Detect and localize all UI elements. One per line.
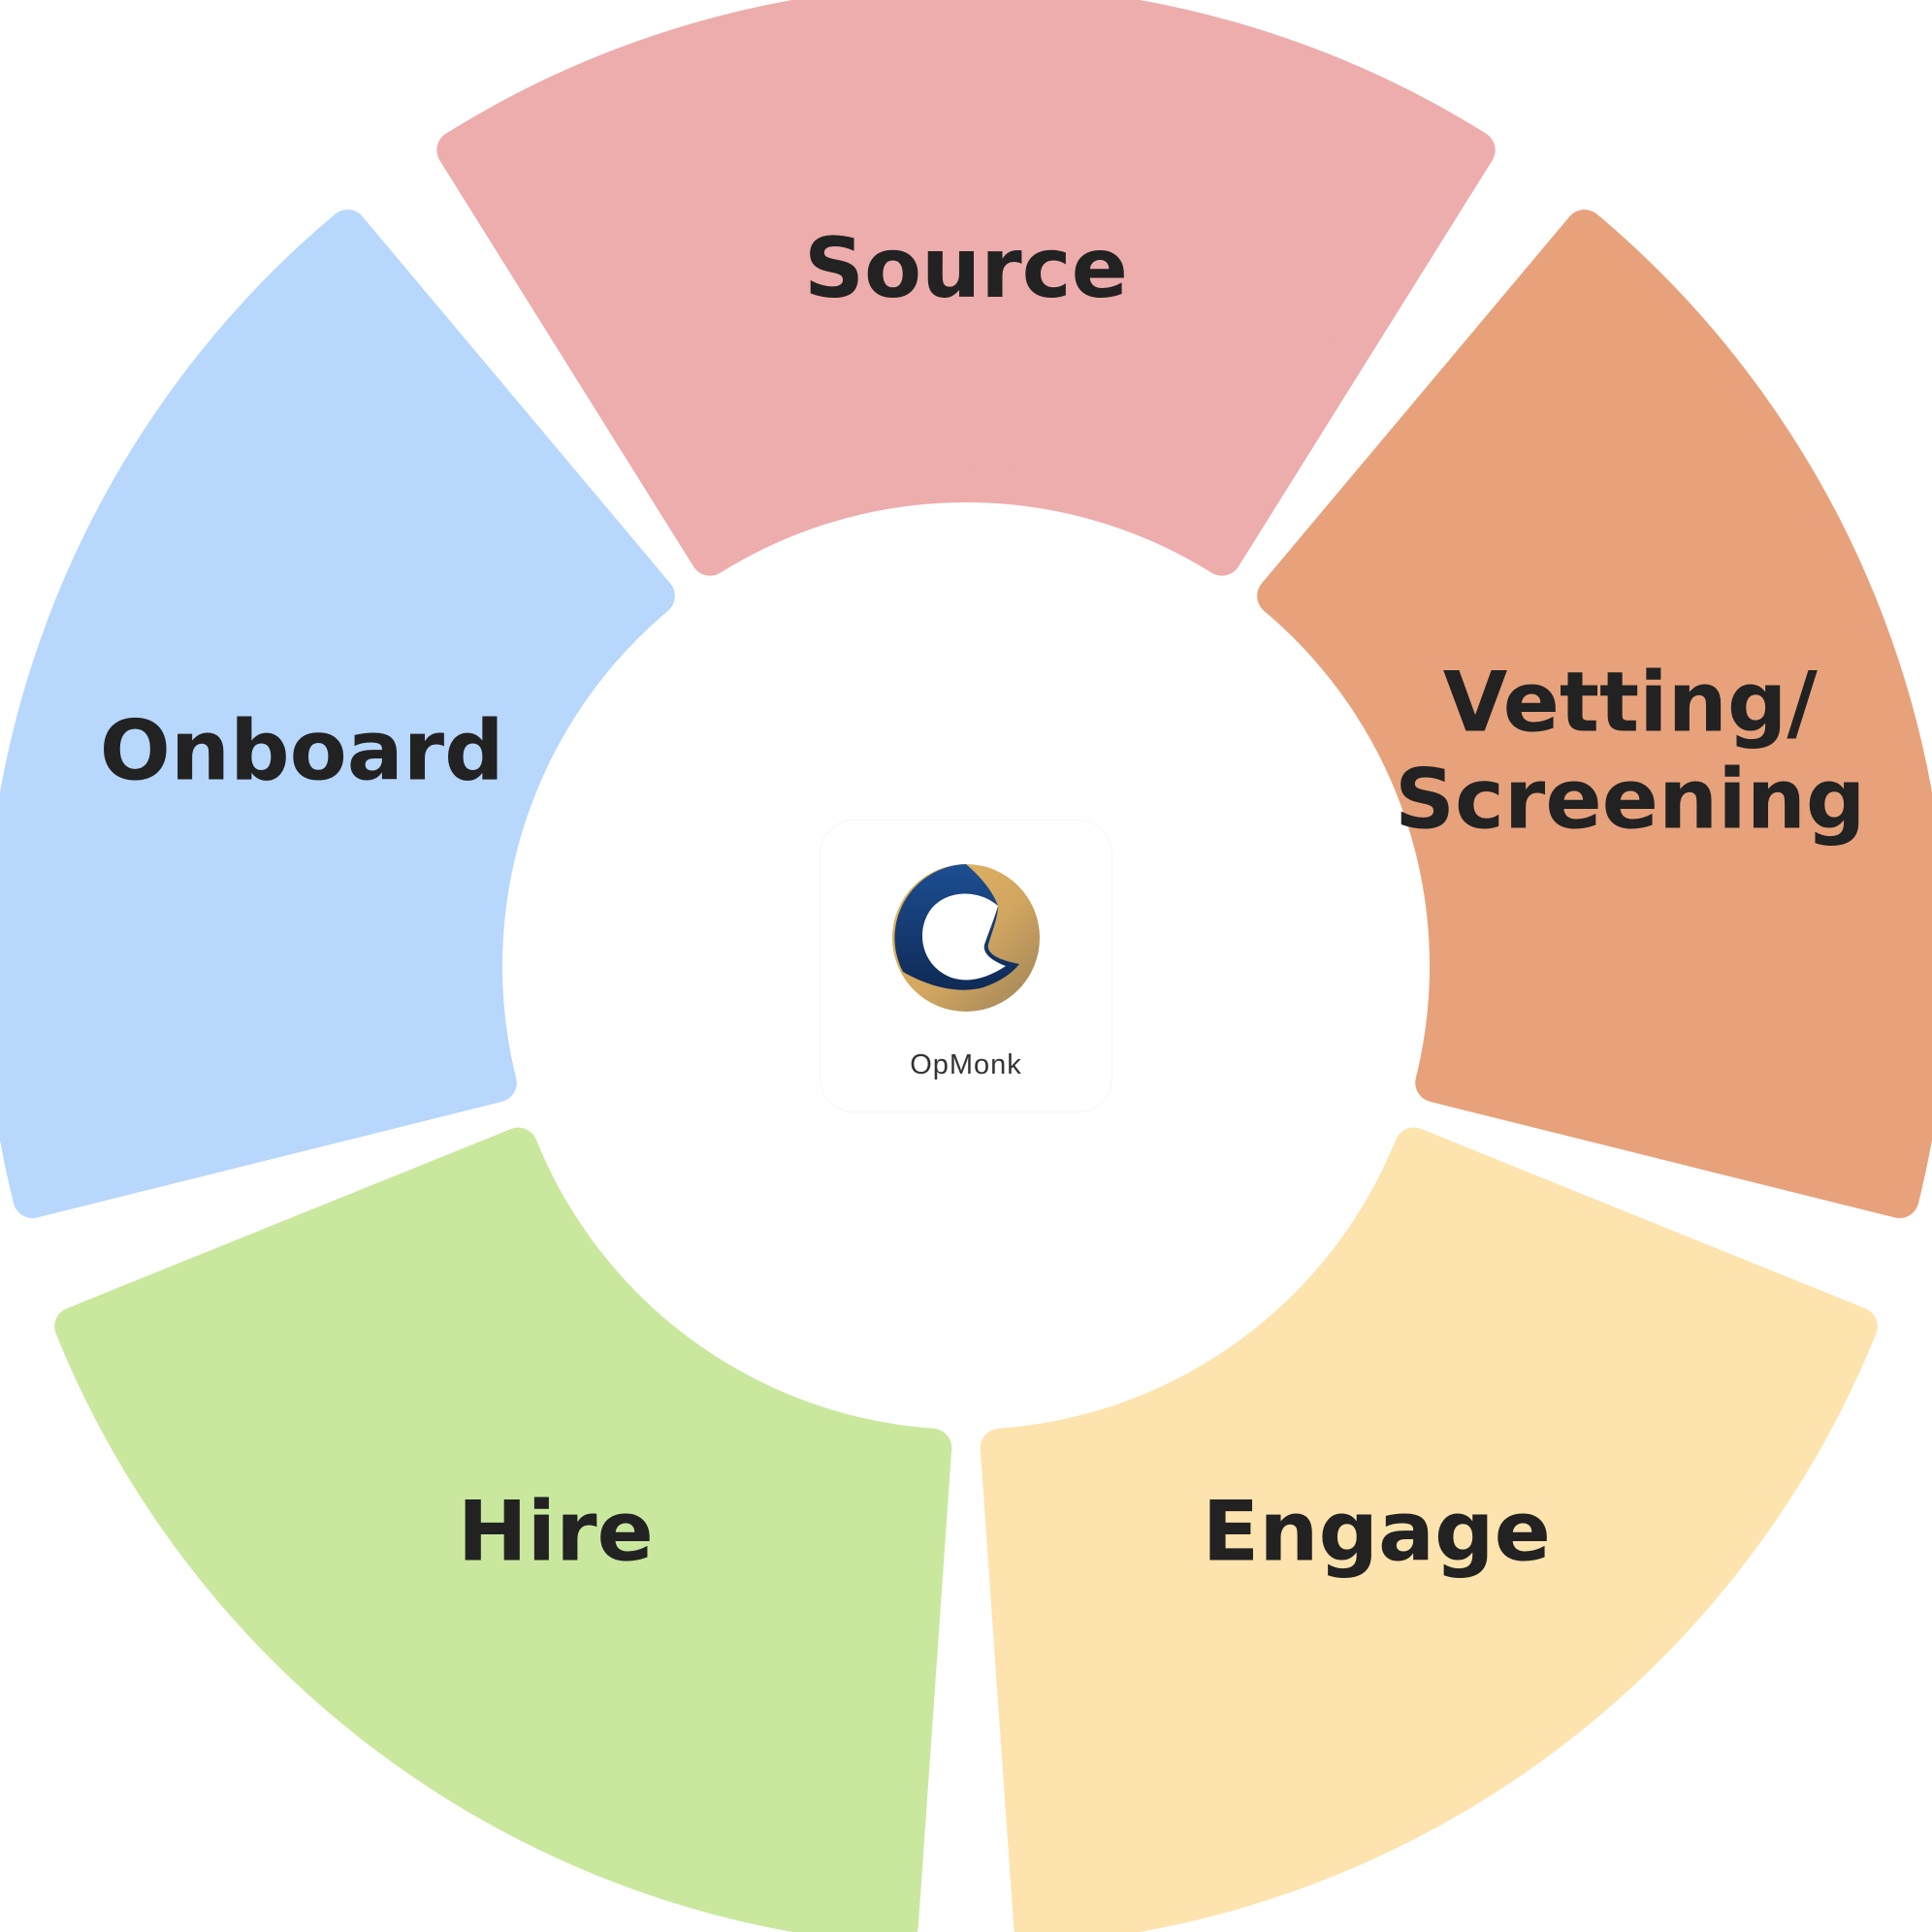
segment-vetting <box>1257 209 1932 1218</box>
segment-label-line: Engage <box>1202 1483 1550 1580</box>
segment-label-line: Hire <box>458 1483 654 1580</box>
segment-label-line: Screening <box>1395 752 1865 849</box>
segment-hire <box>54 1127 952 1932</box>
segment-label-engage: Engage <box>1202 1483 1550 1580</box>
segment-label-line: Source <box>804 220 1128 317</box>
segment-label-line: Onboard <box>100 703 504 800</box>
brand-name: OpMonk <box>910 1049 1022 1080</box>
segment-source <box>436 0 1496 576</box>
center-logo-card: OpMonk <box>821 821 1111 1111</box>
segment-label-line: Vetting/ <box>1443 655 1819 752</box>
segment-label-hire: Hire <box>458 1483 654 1580</box>
segment-label-vetting: Vetting/Screening <box>1395 655 1865 849</box>
segment-label-onboard: Onboard <box>100 703 504 800</box>
opmonk-logo-icon <box>892 864 1040 1012</box>
segment-engage <box>980 1127 1878 1932</box>
segment-label-source: Source <box>804 220 1128 317</box>
segment-onboard <box>0 209 675 1218</box>
